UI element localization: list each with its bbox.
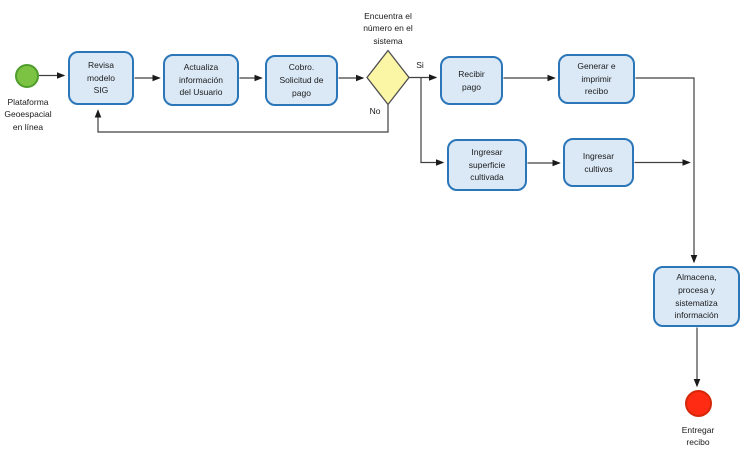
task-actualiza-informacion: Actualiza información del Usuario bbox=[163, 54, 239, 106]
task-recibir-pago: Recibir pago bbox=[440, 56, 503, 105]
task-almacena-procesa: Almacena, procesa y sistematiza informac… bbox=[653, 266, 740, 327]
edge-generar-to-almacena bbox=[635, 77, 698, 264]
start-event-label: Plataforma Geoespacial en línea bbox=[4, 97, 52, 132]
end-event-label: Entregar recibo bbox=[681, 425, 715, 448]
task-cobro-solicitud-pago: Cobro. Solicitud de pago bbox=[265, 55, 338, 106]
task-generar-imprimir-recibo: Generar e imprimir recibo bbox=[558, 54, 635, 104]
task-revisa-modelo-sig: Revisa modelo SIG bbox=[68, 51, 134, 105]
edge-decision-no-return bbox=[94, 104, 389, 133]
task-ingresar-cultivos: Ingresar cultivos bbox=[563, 138, 634, 187]
end-event-circle bbox=[685, 390, 712, 417]
edge-si-branch-to-superficie bbox=[420, 77, 445, 166]
start-event-circle bbox=[15, 64, 39, 88]
decision-diamond bbox=[366, 49, 410, 106]
decision-label: Encuentra el número en el sistema bbox=[363, 11, 413, 46]
task-ingresar-superficie: Ingresar superficie cultivada bbox=[447, 139, 527, 191]
edge-label-no: No bbox=[369, 106, 381, 116]
edge-label-si: Si bbox=[416, 60, 424, 70]
